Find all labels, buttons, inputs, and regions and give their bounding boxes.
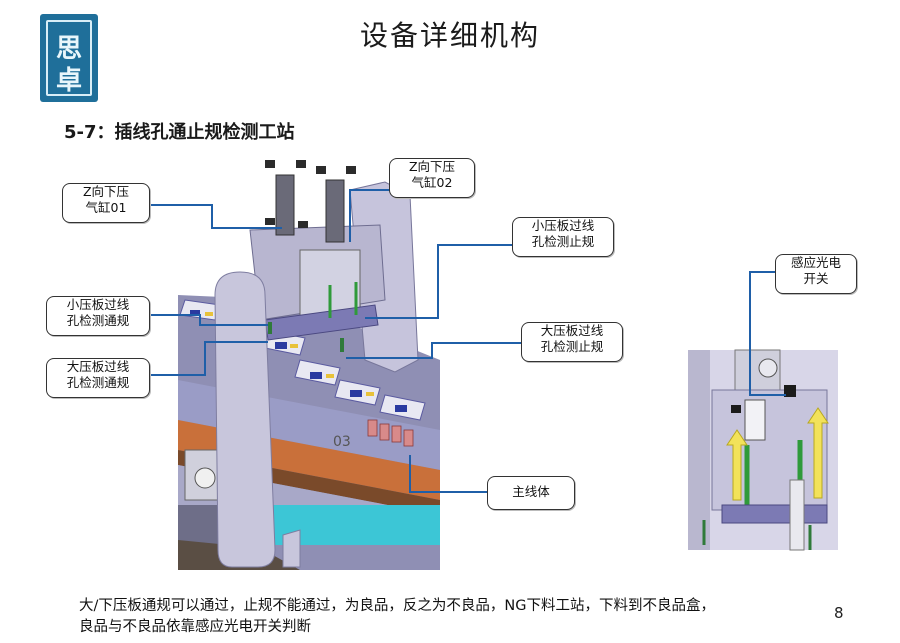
callout-small-plate-stop-gauge: 小压板过线 孔检测止规 [512, 217, 614, 257]
callout-line: 大压板过线 [66, 359, 130, 374]
callout-line: 孔检测通规 [66, 313, 130, 328]
callout-z-cylinder-02: Z向下压 气缸02 [389, 158, 475, 198]
callout-line: 开关 [803, 271, 829, 286]
description-caption: 大/下压板通规可以通过，止规不能通过，为良品，反之为不良品，NG下料工站，下料到… [79, 596, 819, 638]
inset-center-block [744, 399, 766, 441]
inset-yellow-arrows [726, 407, 829, 501]
inset-pins [702, 520, 812, 550]
callout-line: 小压板过线 [531, 218, 595, 233]
company-logo: 思 卓 [40, 14, 98, 102]
caption-line-1: 大/下压板通规可以通过，止规不能通过，为良品，反之为不良品，NG下料工站，下料到… [79, 598, 715, 614]
front-upright [214, 271, 276, 568]
callout-line: Z向下压 [82, 184, 130, 199]
cylinder-01 [275, 174, 295, 236]
callout-z-cylinder-01: Z向下压 气缸01 [62, 183, 150, 223]
station-number-label: 03 [333, 434, 351, 450]
inset-press-body [711, 389, 828, 511]
page-title: 设备详细机构 [359, 19, 540, 52]
logo-glyph-top: 思 [55, 34, 82, 64]
inset-fitting [758, 358, 778, 378]
callout-big-plate-go-gauge: 大压板过线 孔检测通规 [46, 358, 150, 398]
inset-left-frame [688, 350, 710, 550]
inset-guide-rod [789, 479, 805, 551]
callout-line: 感应光电 [790, 255, 841, 270]
go-no-go-pins [268, 322, 344, 352]
callout-line: 小压板过线 [66, 297, 130, 312]
callout-line: Z向下压 [408, 159, 456, 174]
callout-line: 孔检测通规 [66, 375, 130, 390]
callout-line: 孔检测止规 [531, 234, 595, 249]
callout-small-plate-go-gauge: 小压板过线 孔检测通规 [46, 296, 150, 336]
logo-glyph-bottom: 卓 [55, 66, 82, 96]
callout-big-plate-stop-gauge: 大压板过线 孔检测止规 [521, 322, 623, 362]
callout-line: 主线体 [512, 484, 550, 499]
carrier-blue-parts [190, 310, 407, 412]
page-number: 8 [834, 604, 844, 622]
callout-photoelectric-sensor: 感应光电 开关 [775, 254, 857, 294]
inset-sensors [731, 385, 796, 413]
caption-line-2: 良品与不良品依靠感应光电开关判断 [79, 619, 311, 635]
callout-line: 气缸02 [411, 175, 453, 190]
leader-lines [150, 189, 786, 493]
callout-line: 气缸01 [85, 200, 127, 215]
callout-main-line-body: 主线体 [487, 476, 575, 510]
callout-line: 孔检测止规 [540, 339, 604, 354]
cylinder-fittings [265, 160, 356, 228]
section-heading: 5-7：插线孔通止规检测工站 [64, 122, 295, 143]
cylinder-02 [325, 179, 345, 243]
callout-line: 大压板过线 [540, 323, 604, 338]
carrier-yellow-parts [205, 312, 374, 396]
gauge-dial [194, 467, 216, 489]
press-springs [328, 282, 358, 318]
upright-foot [282, 529, 301, 568]
pink-grippers [367, 419, 414, 447]
inset-press-plate [721, 504, 828, 524]
